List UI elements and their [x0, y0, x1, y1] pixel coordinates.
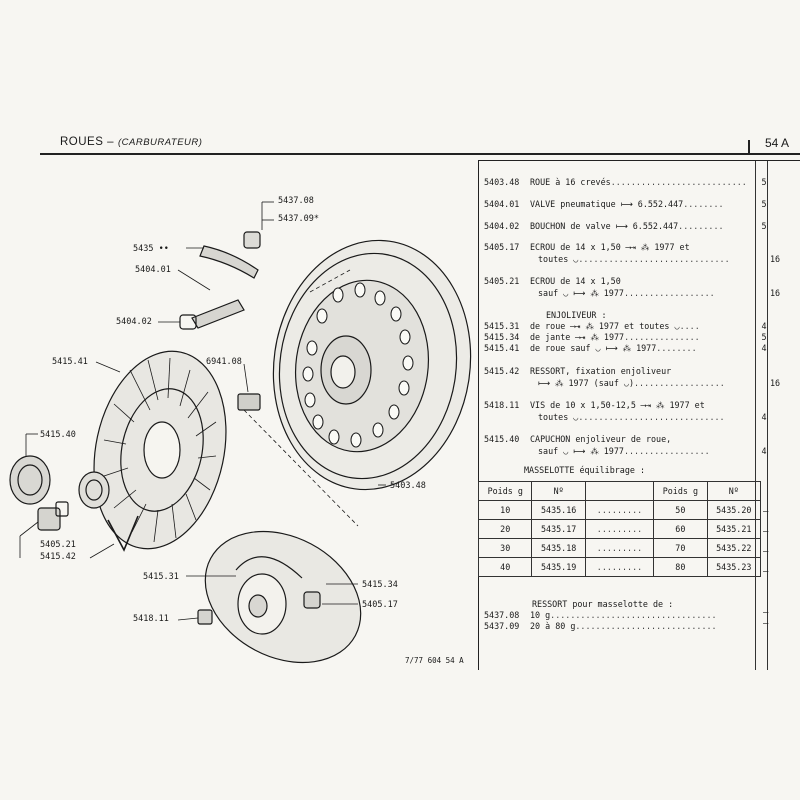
row-dash: – — [763, 619, 769, 629]
callout-5405-21: 5405.21 — [40, 540, 76, 550]
callout-5415-42: 5415.42 — [40, 552, 76, 562]
callout-5415-34: 5415.34 — [362, 580, 398, 590]
table-row: 20 5435.17 ......... 60 5435.21 — [477, 519, 762, 539]
parts-list — [478, 160, 800, 670]
callout-5418-11: 5418.11 — [133, 614, 169, 624]
spring-5437-drawing — [243, 231, 261, 249]
adapter-drawing — [78, 471, 110, 509]
callout-5404-01: 5404.01 — [135, 265, 171, 275]
screw-5418-11-drawing — [197, 609, 213, 625]
clip-6941-08-drawing — [237, 393, 261, 411]
exploded-wheel-drawing — [9, 201, 472, 664]
row-dash: – — [763, 608, 769, 618]
callout-5415-31: 5415.31 — [143, 572, 179, 582]
callout-5404-02: 5404.02 — [116, 317, 152, 327]
header-rule — [40, 153, 800, 155]
table-row: 10 5435.16 ......... 50 5435.20 — [477, 500, 762, 520]
callout-5405-17: 5405.17 — [362, 600, 398, 610]
table-header-row: Poids g Nº Poids g Nº — [477, 481, 762, 501]
ressort-title: RESSORT pour masselotte de : — [532, 599, 674, 609]
header-tick — [748, 140, 750, 154]
row-dash: – — [763, 547, 769, 557]
row-dash: – — [763, 507, 769, 517]
row-dash: – — [763, 527, 769, 537]
row-dash: – — [763, 567, 769, 577]
subtitle-text: (CARBURATEUR) — [118, 137, 203, 148]
valve-drawing — [179, 299, 245, 330]
nut-5405-21-drawing — [37, 501, 69, 531]
callout-5437-09: 5437.09* — [278, 214, 319, 224]
callout-6941-08: 6941.08 — [206, 357, 242, 367]
title-text: ROUES – — [60, 136, 114, 148]
drawing-reference: 7/77 604 54 A — [405, 656, 464, 665]
wheel-trim-drawing — [93, 350, 227, 550]
dashed-guides — [243, 269, 359, 527]
enjoliveur-title: ENJOLIVEUR : — [546, 310, 607, 320]
table-row: 30 5435.18 ......... 70 5435.22 — [477, 538, 762, 558]
table-row: 40 5435.19 ......... 80 5435.23 — [477, 557, 762, 577]
nut-5405-17-drawing — [303, 591, 321, 609]
qty2-column-rule — [767, 161, 768, 670]
masselotte-title: MASSELOTTE équilibrage : — [524, 465, 646, 475]
spring-5415-42-drawing — [107, 515, 139, 552]
callout-5437-08: 5437.08 — [278, 196, 314, 206]
hub-cap-drawing — [204, 530, 362, 664]
masselotte-table: Poids g Nº Poids g Nº 10 5435.16 .......… — [477, 481, 762, 577]
callout-5415-40: 5415.40 — [40, 430, 76, 440]
page-title: ROUES – (CARBURATEUR) — [60, 136, 202, 148]
center-cap-drawing — [9, 455, 51, 505]
qty-column-rule — [755, 161, 756, 670]
page-number: 54 A — [765, 136, 790, 150]
callout-5415-41: 5415.41 — [52, 357, 88, 367]
callout-5403-48: 5403.48 — [390, 481, 426, 491]
wheel-rim-drawing — [272, 239, 472, 491]
weight-5435-drawing — [199, 245, 259, 279]
leader-lines — [19, 201, 386, 621]
callout-5435: 5435 •• — [133, 244, 169, 254]
